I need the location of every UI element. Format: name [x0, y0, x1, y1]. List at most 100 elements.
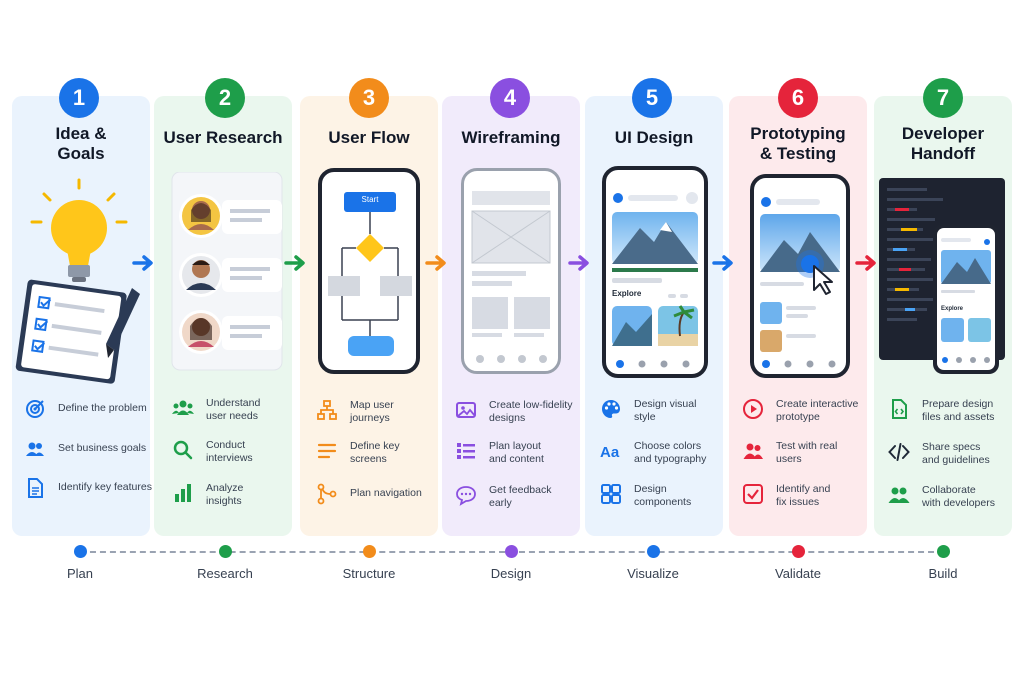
svg-text:Aa: Aa: [600, 444, 620, 461]
timeline-dot: [505, 545, 518, 558]
group-icon: [172, 400, 194, 415]
stage-1-item-3: Identify key features: [24, 477, 152, 499]
item-text: Identify key features: [58, 481, 152, 493]
stage-3-item-3: Plan navigation: [316, 483, 422, 505]
timeline-label-visualize: Visualize: [627, 566, 679, 581]
item-text: Understand user needs: [206, 397, 261, 422]
stage-6-item-2: Test with real users: [742, 440, 837, 466]
stage-4-title: Wireframing: [461, 128, 561, 147]
timeline-dot: [647, 545, 660, 558]
stage-3-item-2: Define key screens: [316, 440, 400, 466]
item-text: Design visual style: [634, 398, 697, 423]
users-icon: [26, 442, 44, 456]
stage-1-title: Idea & Goals: [55, 124, 107, 163]
arrow-right-icon: [425, 255, 446, 271]
stage-7-item-1: Prepare design files and assets: [888, 398, 994, 424]
code-icon: [888, 443, 910, 461]
checklist-icon: [15, 279, 127, 384]
timeline-dot: [74, 545, 87, 558]
stage-2-title: User Research: [163, 128, 283, 147]
arrow-right-icon: [284, 255, 305, 271]
prototype-phone: [750, 174, 850, 378]
list-icon: [457, 443, 475, 459]
stage-7-item-3: Collaborate with developers: [888, 484, 995, 510]
stage-2-item-3: Analyze insights: [172, 482, 243, 508]
timeline-label-research: Research: [197, 566, 253, 581]
code-editor-illustration: [879, 178, 1005, 374]
stage-4-item-2: Plan layout and content: [455, 440, 544, 466]
stage-4-number: 4: [490, 78, 530, 118]
sitemap-icon: [317, 400, 337, 420]
grid-icon: [601, 484, 621, 504]
document-icon: [28, 478, 43, 498]
stage-1-item-2: Set business goals: [24, 438, 146, 460]
wireframe-phone: [461, 168, 561, 374]
arrow-right-icon: [568, 255, 589, 271]
item-text: Define key screens: [350, 440, 400, 465]
target-icon: [26, 400, 44, 418]
stage-6-item-1: Create interactive prototype: [742, 398, 858, 424]
item-text: Create interactive prototype: [776, 398, 859, 423]
timeline-label-validate: Validate: [774, 566, 821, 581]
image-icon: [456, 402, 476, 418]
user-research-illustration: [171, 172, 283, 371]
item-text: Collaborate with developers: [922, 484, 995, 509]
item-text: Analyze insights: [206, 482, 244, 507]
item-text: Design components: [634, 483, 692, 508]
lines-icon: [317, 443, 337, 459]
item-text: Set business goals: [58, 442, 147, 454]
stage-3-number: 3: [349, 78, 389, 118]
stage-1-number: 1: [59, 78, 99, 118]
stage-2-item-2: Conduct interviews: [172, 439, 253, 465]
item-text: Get feedback early: [489, 484, 552, 509]
search-icon: [173, 440, 193, 460]
timeline-label-plan: Plan: [66, 566, 94, 581]
stage-2-item-1: Understand user needs: [172, 397, 260, 423]
arrow-right-icon: [855, 255, 876, 271]
user-flow-phone: Start: [318, 168, 420, 374]
palette-icon: [602, 400, 620, 418]
stage-5-item-2: Aa Choose colors and typography: [600, 440, 706, 466]
play-icon: [743, 399, 763, 419]
stage-6-number: 6: [778, 78, 818, 118]
timeline-label-structure: Structure: [342, 566, 396, 581]
item-text: Prepare design files and assets: [922, 398, 995, 423]
users-icon: [743, 443, 763, 459]
item-text: Share specs and guidelines: [922, 441, 990, 466]
stage-5-number: 5: [632, 78, 672, 118]
stage-6-item-3: Identify and fix issues: [742, 483, 830, 509]
stage-5-item-3: Design components: [600, 483, 691, 509]
timeline-dot: [363, 545, 376, 558]
timeline-dot: [219, 545, 232, 558]
timeline-label-build: Build: [928, 566, 958, 581]
stage-7-title: Developer Handoff: [901, 124, 985, 163]
timeline-dot: [937, 545, 950, 558]
item-text: Choose colors and typography: [634, 440, 707, 465]
item-text: Plan navigation: [350, 487, 422, 499]
code-file-icon: [892, 399, 907, 419]
stage-2-number: 2: [205, 78, 245, 118]
item-text: Test with real users: [776, 440, 838, 465]
handoff-explore-label: Explore: [941, 306, 964, 312]
stage-1-item-1: Define the problem: [24, 398, 147, 420]
stage-4-item-3: Get feedback early: [455, 484, 551, 510]
stage-7-item-2: Share specs and guidelines: [888, 441, 990, 467]
chat-icon: [456, 486, 476, 506]
item-text: Create low-fidelity designs: [489, 399, 573, 424]
arrow-right-icon: [132, 255, 153, 271]
typography-icon: Aa: [600, 444, 620, 461]
item-text: Conduct interviews: [206, 439, 253, 464]
item-text: Define the problem: [58, 402, 147, 414]
stage-3-title: User Flow: [328, 128, 410, 147]
avatar: [179, 310, 223, 354]
stage-5-item-1: Design visual style: [600, 398, 696, 424]
flow-start-label: Start: [361, 195, 379, 204]
item-text: Plan layout and content: [489, 440, 544, 465]
branch-icon: [317, 483, 337, 505]
avatar: [179, 253, 223, 297]
collaborate-icon: [888, 487, 910, 503]
timeline-label-design: Design: [490, 566, 532, 581]
stage-3-item-1: Map user journeys: [316, 399, 394, 425]
item-text: Identify and fix issues: [776, 483, 831, 508]
stage-6-title: Prototyping & Testing: [750, 124, 846, 163]
